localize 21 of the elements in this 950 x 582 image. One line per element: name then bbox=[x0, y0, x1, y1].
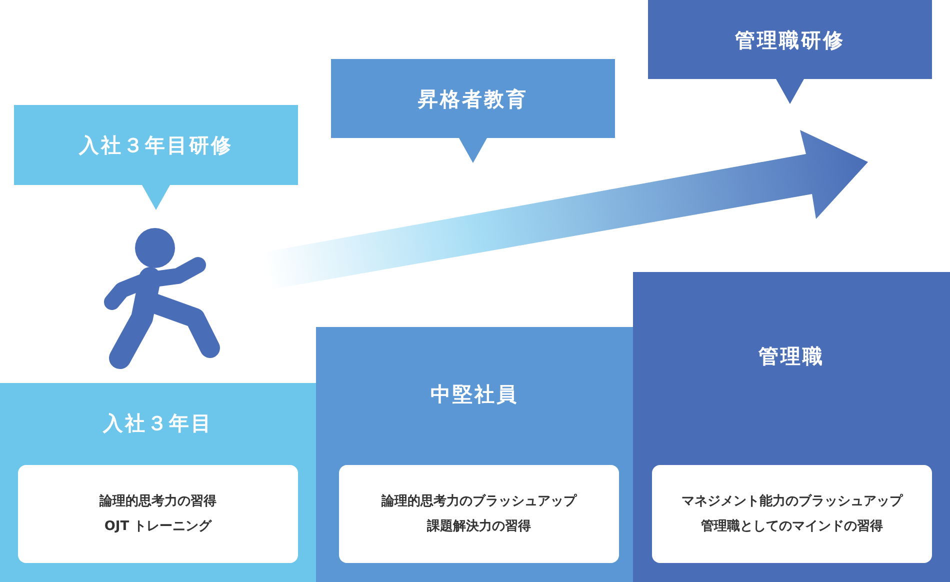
speech-bubble bbox=[648, 0, 932, 104]
level-title: 管理職 bbox=[758, 346, 826, 366]
skill-text: 管理職としてのマインドの習得 bbox=[701, 520, 883, 533]
skill-card bbox=[652, 465, 932, 563]
skill-card bbox=[18, 465, 298, 563]
speech-bubble bbox=[331, 59, 615, 163]
skill-text: 論理的思考力の習得 bbox=[100, 495, 216, 508]
skill-text: 論理的思考力のブラッシュアップ bbox=[382, 495, 576, 508]
bubble-label: 入社３年目研修 bbox=[79, 132, 233, 159]
level-title: 中堅社員 bbox=[430, 384, 520, 404]
level-column bbox=[0, 383, 316, 582]
skill-card bbox=[339, 465, 619, 563]
level-column bbox=[633, 272, 950, 582]
skill-text: 課題解決力の習得 bbox=[427, 520, 531, 533]
skill-text: OJT トレーニング bbox=[104, 520, 212, 533]
speech-bubble bbox=[14, 105, 298, 210]
level-column bbox=[316, 327, 633, 582]
bubble-label: 昇格者教育 bbox=[418, 86, 528, 112]
skill-text: マネジメント能力のブラッシュアップ bbox=[682, 495, 902, 508]
level-title: 入社３年目 bbox=[102, 413, 214, 433]
bubble-label: 管理職研修 bbox=[735, 26, 845, 54]
